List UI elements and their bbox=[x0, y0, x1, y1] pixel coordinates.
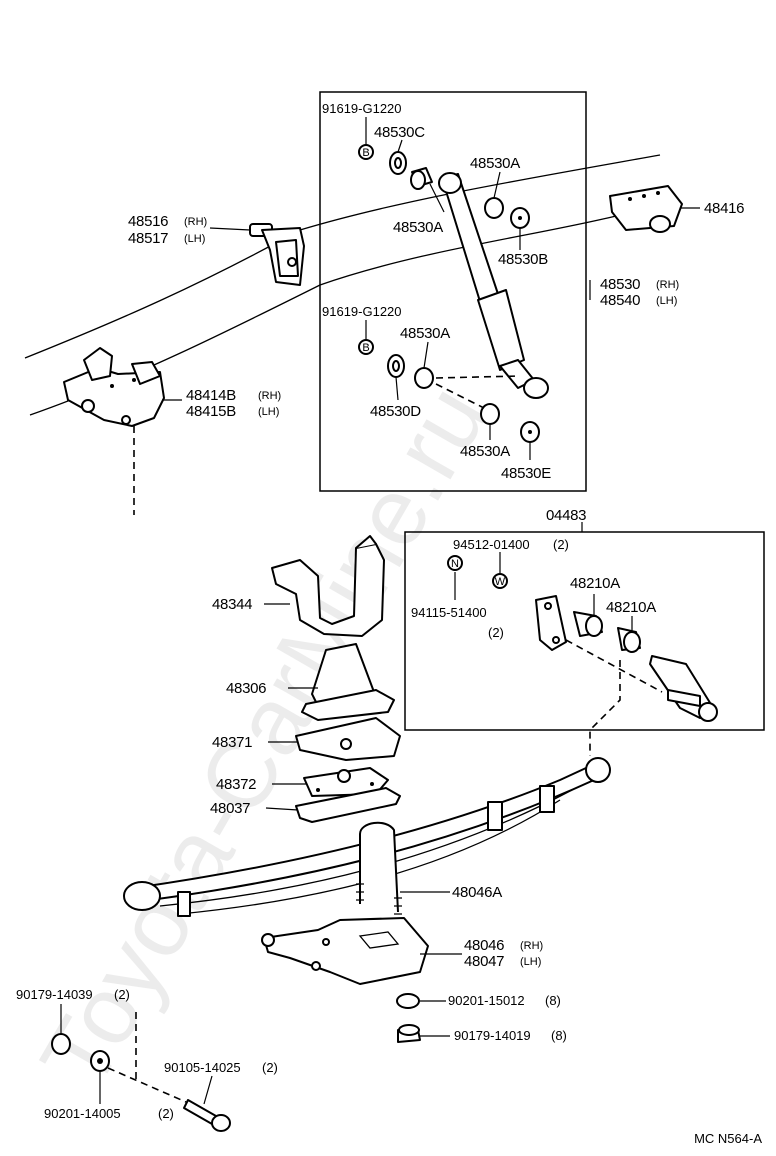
label-cushion-b: 48530B bbox=[498, 251, 548, 268]
label-shackle-bolt: 94512-01400 bbox=[453, 537, 530, 552]
bolt-symbol: W bbox=[495, 576, 506, 588]
front-washer bbox=[90, 1050, 110, 1072]
label-hanger-rh-side: (RH) bbox=[258, 390, 281, 402]
shackle-centerline bbox=[589, 660, 621, 756]
label-spring-pad: 48037 bbox=[210, 800, 250, 817]
label-shackle-bolt-qty: (2) bbox=[553, 537, 569, 552]
upper-shock-parts: B bbox=[358, 144, 530, 229]
label-bumper: 48306 bbox=[226, 680, 266, 697]
label-seat-rh: 48046 bbox=[464, 937, 504, 954]
label-seat-rh-side: (RH) bbox=[520, 940, 543, 952]
label-seat-washer: 90201-15012 bbox=[448, 993, 525, 1008]
label-bushing-a-lower-top: 48530A bbox=[400, 325, 450, 342]
seat-nut bbox=[397, 1024, 421, 1043]
seat-washer bbox=[396, 993, 420, 1009]
label-bracket-rh: 48516 bbox=[128, 213, 168, 230]
washer-symbol-lower: B bbox=[362, 342, 369, 354]
lower-shock-parts: B bbox=[358, 339, 540, 443]
label-shackle-nut: 94115-51400 bbox=[411, 605, 487, 620]
label-bushing-a-upper-right: 48530A bbox=[470, 155, 520, 172]
label-seat-lh-side: (LH) bbox=[520, 956, 541, 968]
label-hanger-rh: 48414B bbox=[186, 387, 236, 404]
label-cushion-d: 48530D bbox=[370, 403, 421, 420]
leader-lines bbox=[60, 117, 700, 1105]
label-seat-lh: 48047 bbox=[464, 953, 504, 970]
shackle-kit-box bbox=[404, 531, 765, 731]
label-shock-bracket: 48416 bbox=[704, 200, 744, 217]
label-bushing-a-upper-left: 48530A bbox=[393, 219, 443, 236]
frame-bracket bbox=[249, 223, 305, 286]
label-front-nut-qty: (2) bbox=[114, 987, 130, 1002]
shock-absorber-box bbox=[319, 91, 587, 492]
label-washer-lower: 91619-G1220 bbox=[322, 304, 402, 319]
label-front-nut: 90179-14039 bbox=[16, 987, 93, 1002]
label-absorber-rh: 48530 bbox=[600, 276, 640, 293]
label-seat-washer-qty: (8) bbox=[545, 993, 561, 1008]
label-bracket-lh: 48517 bbox=[128, 230, 168, 247]
label-bumper-bracket: 48344 bbox=[212, 596, 252, 613]
label-absorber-lh: 48540 bbox=[600, 292, 640, 309]
bumper-seat bbox=[295, 717, 401, 761]
label-front-bolt: 90105-14025 bbox=[164, 1060, 241, 1075]
label-bracket-lh-side: (LH) bbox=[184, 233, 205, 245]
label-bushing-a-lower-bottom: 48530A bbox=[460, 443, 510, 460]
front-nut bbox=[51, 1033, 71, 1055]
nut-symbol: N bbox=[451, 558, 459, 570]
spring-pad bbox=[295, 787, 401, 823]
label-front-bolt-qty: (2) bbox=[262, 1060, 278, 1075]
label-absorber-lh-side: (LH) bbox=[656, 295, 677, 307]
label-shackle-bushing-2: 48210A bbox=[606, 599, 656, 616]
watermark-text: Toyota-CarMine.ru bbox=[21, 368, 508, 1105]
label-seat-nut-qty: (8) bbox=[551, 1028, 567, 1043]
label-front-washer: 90201-14005 bbox=[44, 1106, 121, 1121]
label-bumper-seat: 48371 bbox=[212, 734, 252, 751]
label-bracket-rh-side: (RH) bbox=[184, 216, 207, 228]
front-hardware-line bbox=[107, 1012, 187, 1103]
label-shackle-nut-qty: (2) bbox=[488, 625, 504, 640]
spring-plate bbox=[303, 767, 389, 797]
shock-absorber bbox=[438, 172, 549, 399]
leaf-spring bbox=[123, 757, 611, 917]
label-hanger-lh-side: (LH) bbox=[258, 406, 279, 418]
u-bolt bbox=[356, 821, 402, 915]
bumper-bracket bbox=[271, 535, 385, 637]
front-bolt bbox=[183, 1099, 231, 1132]
shock-upper-bracket bbox=[609, 185, 683, 233]
label-cushion-c: 48530C bbox=[374, 124, 425, 141]
label-absorber-rh-side: (RH) bbox=[656, 279, 679, 291]
shackle-parts: N W bbox=[447, 555, 718, 722]
spring-seat bbox=[261, 917, 429, 985]
label-hanger-lh: 48415B bbox=[186, 403, 236, 420]
label-kit-number: 04483 bbox=[546, 507, 586, 524]
label-u-bolt: 48046A bbox=[452, 884, 502, 901]
bumper-stopper bbox=[301, 643, 395, 721]
label-spring-plate: 48372 bbox=[216, 776, 256, 793]
label-washer-upper: 91619-G1220 bbox=[322, 101, 402, 116]
label-cushion-e: 48530E bbox=[501, 465, 551, 482]
washer-symbol-upper: B bbox=[362, 147, 369, 159]
label-seat-nut: 90179-14019 bbox=[454, 1028, 531, 1043]
spring-hanger bbox=[63, 347, 165, 427]
diagram-code: MC N564-A bbox=[694, 1131, 762, 1146]
label-shackle-bushing-1: 48210A bbox=[570, 575, 620, 592]
label-front-washer-qty: (2) bbox=[158, 1106, 174, 1121]
